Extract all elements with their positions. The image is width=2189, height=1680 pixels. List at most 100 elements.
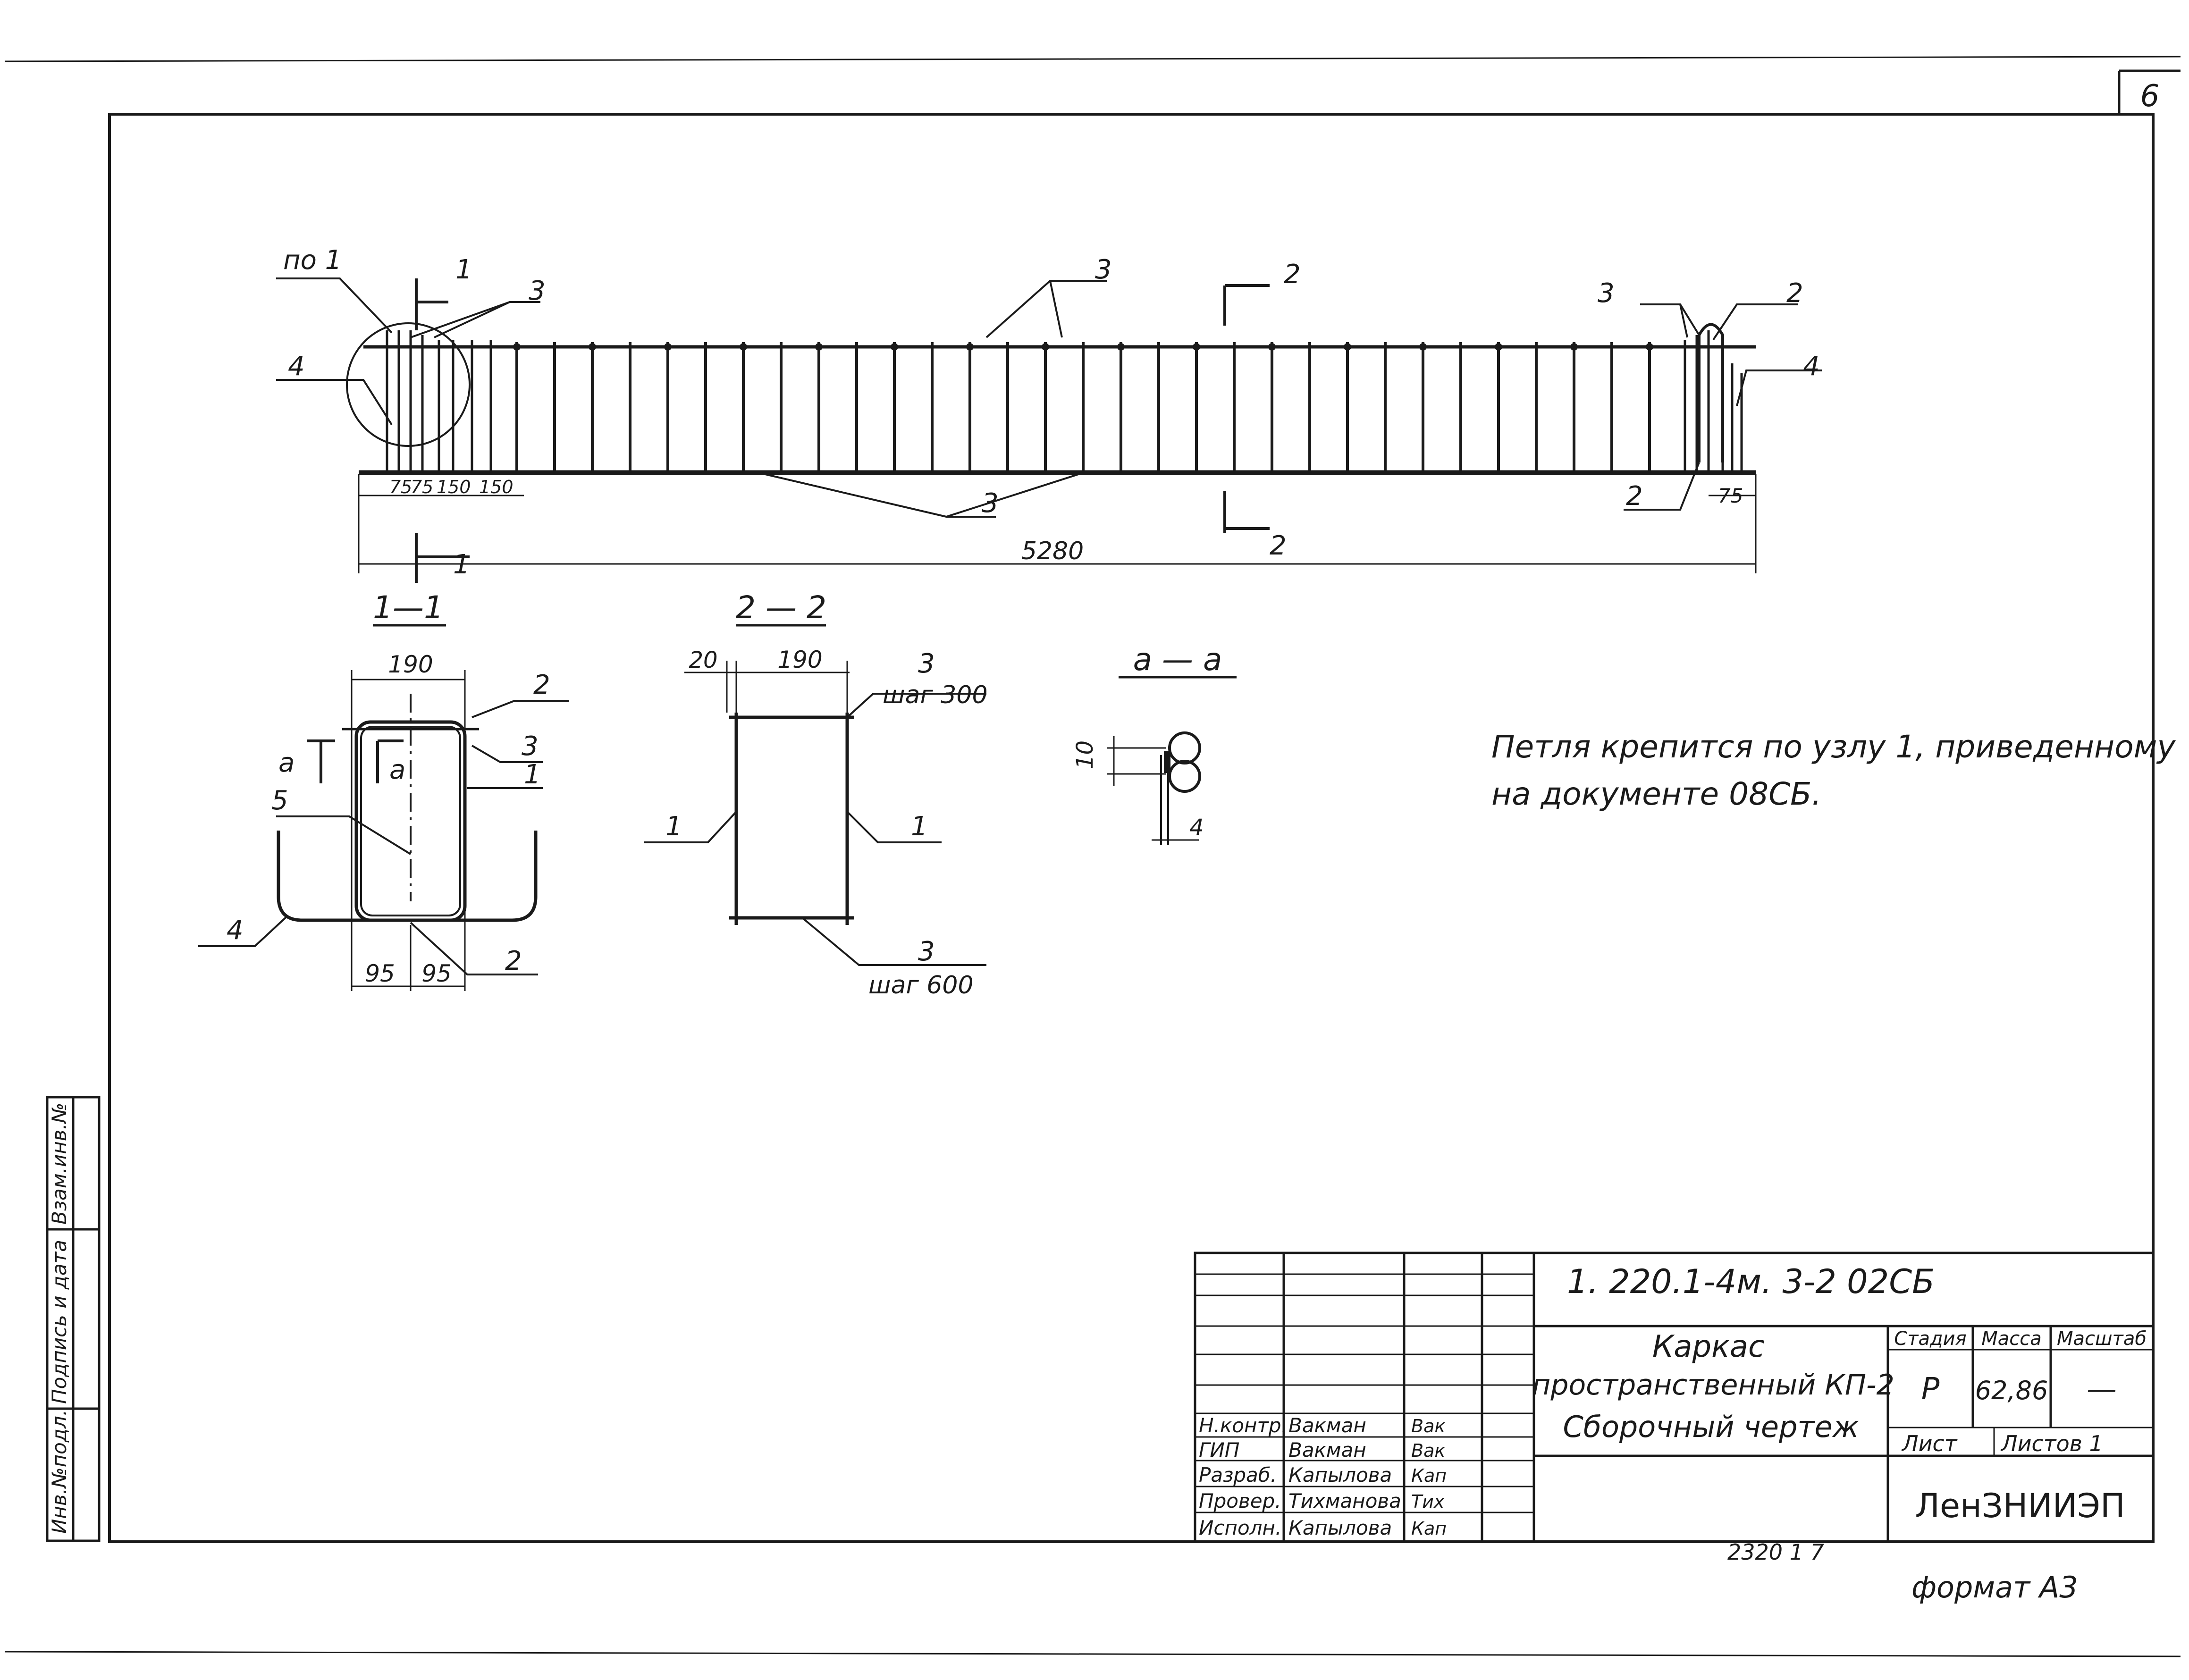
- staff-sign-1: Вак: [1411, 1440, 1445, 1461]
- title-block-grid: [1194, 1252, 2155, 1543]
- section-2-2-labels: 2 — 2 20 190 3 шаг 300 1 1 3 шаг 600: [665, 589, 988, 1000]
- right-end-bars: [1684, 330, 1743, 474]
- section-1-1-dim-190: 190: [388, 651, 433, 678]
- section-1-1-pos1: 1: [524, 759, 541, 790]
- header-scale: Масштаб: [2057, 1328, 2147, 1350]
- label-pos4-left: 4: [288, 351, 305, 382]
- section-2-2-pos3-bottom: 3: [918, 936, 935, 967]
- mass-value: 62,86: [1975, 1376, 2048, 1405]
- weld-dot: [1570, 343, 1578, 351]
- label-pos2-top-right: 2: [1786, 278, 1803, 309]
- label-cut2-top: 2: [1284, 259, 1301, 290]
- dim-150b: 150: [479, 477, 514, 497]
- staff-role-3: Провер.: [1199, 1489, 1281, 1512]
- side-inv-orig: Инв.№подл.: [48, 1410, 71, 1534]
- section-1-1-dim-95-right: 95: [421, 960, 452, 987]
- weld-dot: [966, 343, 974, 351]
- header-stage: Стадия: [1894, 1328, 1966, 1350]
- format-label: формат А3: [1911, 1570, 2078, 1604]
- lifting-loop: [1698, 323, 1724, 462]
- weld-dot: [1419, 343, 1427, 351]
- dim-75a: 75: [389, 477, 412, 497]
- dim-75b: 75: [411, 477, 433, 497]
- label-pos3-top-mid: 3: [1095, 254, 1112, 285]
- leader-lines: [276, 277, 1822, 518]
- staff-role-4: Исполн.: [1199, 1516, 1281, 1539]
- section-1-1-labels: 1—1 190 95 95 2 3 1 5 4 2 а а: [227, 589, 550, 987]
- section-1-1-dim-95-left: 95: [365, 960, 395, 987]
- dim-total: 5280: [1021, 537, 1084, 565]
- label-node-1: по 1: [283, 245, 342, 276]
- weld-dot: [1117, 343, 1125, 351]
- note-line-1: Петля крепится по узлу 1, приведенному: [1491, 729, 2176, 765]
- weld-dot: [1268, 343, 1276, 351]
- weld-dot: [1193, 343, 1200, 351]
- label-cut2-bottom: 2: [1270, 530, 1287, 561]
- staff-sign-3: Тих: [1411, 1491, 1445, 1512]
- side-stamp-labels: Инв.№подл. Подпись и дата Взам.инв.№: [48, 1103, 71, 1534]
- staff-sign-2: Кап: [1411, 1465, 1447, 1486]
- section-1-1-pos5: 5: [271, 785, 288, 816]
- stamp-number: 2320 1 7: [1727, 1539, 1824, 1565]
- weld-dot: [664, 343, 672, 351]
- section-1-1-pos2-top: 2: [533, 670, 550, 700]
- label-pos3-top-left: 3: [529, 276, 546, 306]
- page-number: 6: [2140, 79, 2160, 114]
- detail-a-a: [1107, 676, 1237, 845]
- staff-name-4: Капылова: [1288, 1516, 1392, 1539]
- weld-dot: [1646, 343, 1653, 351]
- side-stamp: [46, 1096, 101, 1542]
- organization: ЛенЗНИИЭП: [1915, 1487, 2125, 1525]
- staff-name-0: Вакман: [1288, 1414, 1366, 1437]
- section-1-1: [198, 624, 569, 991]
- weld-dot: [891, 343, 898, 351]
- section-2-2-pos1-right: 1: [911, 811, 928, 842]
- left-end-bars: [386, 330, 492, 474]
- label-pos2-bottom-right: 2: [1626, 481, 1643, 512]
- detail-a-a-labels: а — а 10 4: [1072, 641, 1222, 841]
- detail-dim-4: 4: [1189, 815, 1204, 841]
- stirrups-group: [513, 342, 1653, 474]
- section-1-1-title: 1—1: [373, 589, 444, 626]
- label-cut1-top: 1: [455, 254, 472, 285]
- section-2-2: [644, 624, 986, 966]
- header-mass: Масса: [1981, 1328, 2042, 1350]
- staff-sign-4: Кап: [1411, 1518, 1447, 1539]
- staff-role-1: ГИП: [1199, 1438, 1239, 1462]
- weld-dot: [1495, 343, 1502, 351]
- label-pos4-right: 4: [1803, 351, 1820, 382]
- dimension-lines: [358, 474, 1757, 573]
- dim-150a: 150: [437, 477, 471, 497]
- label-pos3-bottom: 3: [982, 488, 999, 519]
- sheet-label: Лист: [1901, 1431, 1958, 1456]
- staff-sign-0: Вак: [1411, 1416, 1445, 1436]
- section-1-1-cut-a-left: а: [278, 748, 295, 778]
- sheets-label: Листов 1: [2000, 1431, 2103, 1456]
- label-pos3-top-right: 3: [1598, 278, 1615, 309]
- weld-dot: [815, 343, 823, 351]
- section-2-2-title: 2 — 2: [736, 589, 826, 626]
- title-line-1: Каркас: [1652, 1329, 1765, 1364]
- label-cut1-bottom: 1: [453, 549, 470, 580]
- title-line-3: Сборочный чертеж: [1563, 1410, 1859, 1444]
- section-1-1-pos3: 3: [522, 731, 539, 762]
- scale-value: —: [2087, 1372, 2117, 1407]
- weld-dot: [1042, 343, 1049, 351]
- note-line-2: на документе 08СБ.: [1491, 776, 1821, 812]
- detail-dim-10: 10: [1072, 740, 1098, 769]
- staff-name-2: Капылова: [1288, 1463, 1392, 1487]
- section-2-2-dim-190: 190: [777, 646, 822, 673]
- elevation-labels: по 1 3 3 3 2 4 4 3 2 1 1 2 2 75 75 150 1…: [283, 245, 1820, 580]
- section-1-1-pos4: 4: [227, 915, 244, 946]
- staff-name-3: Тихманова: [1288, 1489, 1401, 1512]
- elevation-view: [276, 277, 1822, 583]
- side-sign-date: Подпись и дата: [48, 1240, 71, 1404]
- document-code: 1. 220.1-4м. 3-2 02СБ: [1567, 1262, 1935, 1301]
- weld-dot: [589, 343, 596, 351]
- side-inv-replace: Взам.инв.№: [48, 1103, 71, 1225]
- stage-value: Р: [1921, 1372, 1940, 1407]
- staff-name-1: Вакман: [1288, 1438, 1366, 1462]
- node-1-circle: [346, 322, 471, 447]
- note: Петля крепится по узлу 1, приведенному н…: [1491, 729, 2176, 812]
